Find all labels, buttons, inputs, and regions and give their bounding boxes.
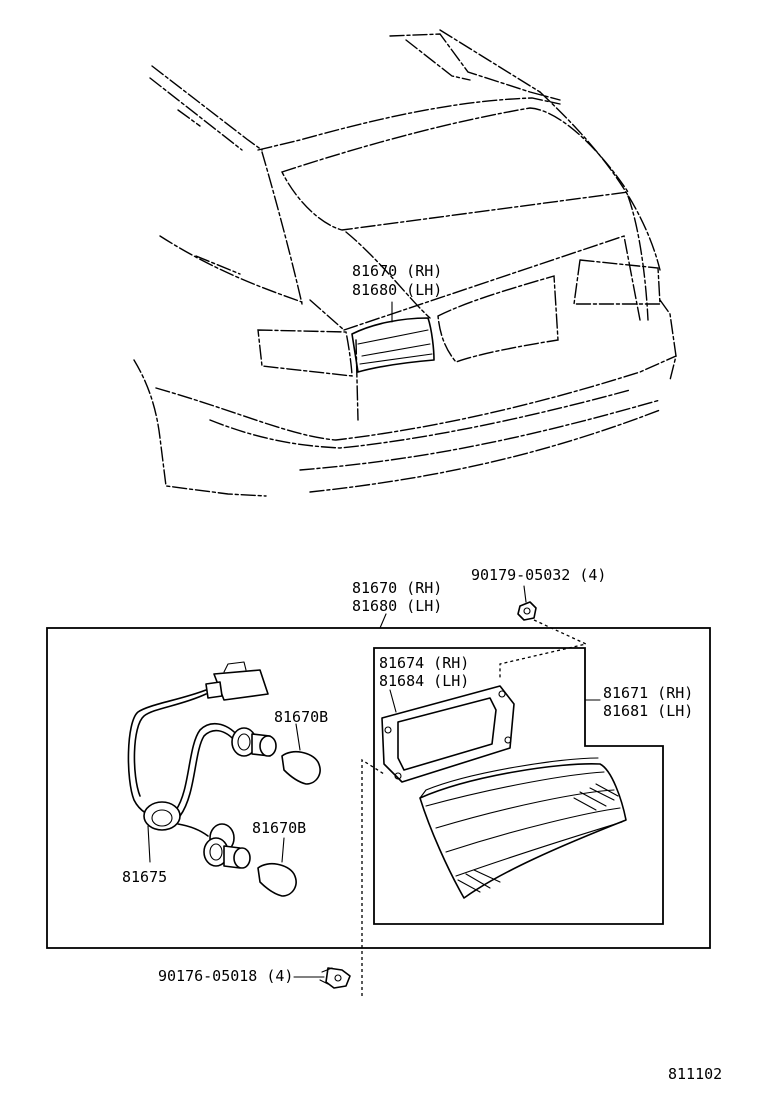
nut-label: 90179-05032 (4)	[471, 566, 606, 584]
bulb-lower-label: 81670B	[252, 819, 306, 837]
lens-lh-label: 81681 (LH)	[603, 702, 693, 720]
assembly-lamp-lh-label: 81680 (LH)	[352, 597, 442, 615]
bulb-lower-icon	[203, 823, 297, 897]
gasket-lh-label: 81684 (LH)	[379, 672, 469, 690]
screw-icon	[293, 967, 351, 989]
socket-wire-icon	[127, 661, 269, 863]
diagram-number: 811102	[668, 1065, 722, 1083]
lens-rh-label: 81671 (RH)	[603, 684, 693, 702]
lamp-lens-icon	[419, 757, 627, 899]
nut-icon	[517, 585, 537, 621]
bulb-upper-label: 81670B	[274, 708, 328, 726]
gasket-rh-label: 81674 (RH)	[379, 654, 469, 672]
assembly-lamp-rh-label: 81670 (RH)	[352, 579, 442, 597]
socket-wire-label: 81675	[122, 868, 167, 886]
vehicle-rear-view	[133, 29, 677, 497]
bulb-upper-icon	[231, 723, 321, 785]
assembly-frame	[46, 613, 711, 949]
gasket-icon	[381, 685, 515, 783]
screw-label: 90176-05018 (4)	[158, 967, 293, 985]
top-lamp-rh-label: 81670 (RH)	[352, 262, 442, 280]
top-lamp-lh-label: 81680 (LH)	[352, 281, 442, 299]
